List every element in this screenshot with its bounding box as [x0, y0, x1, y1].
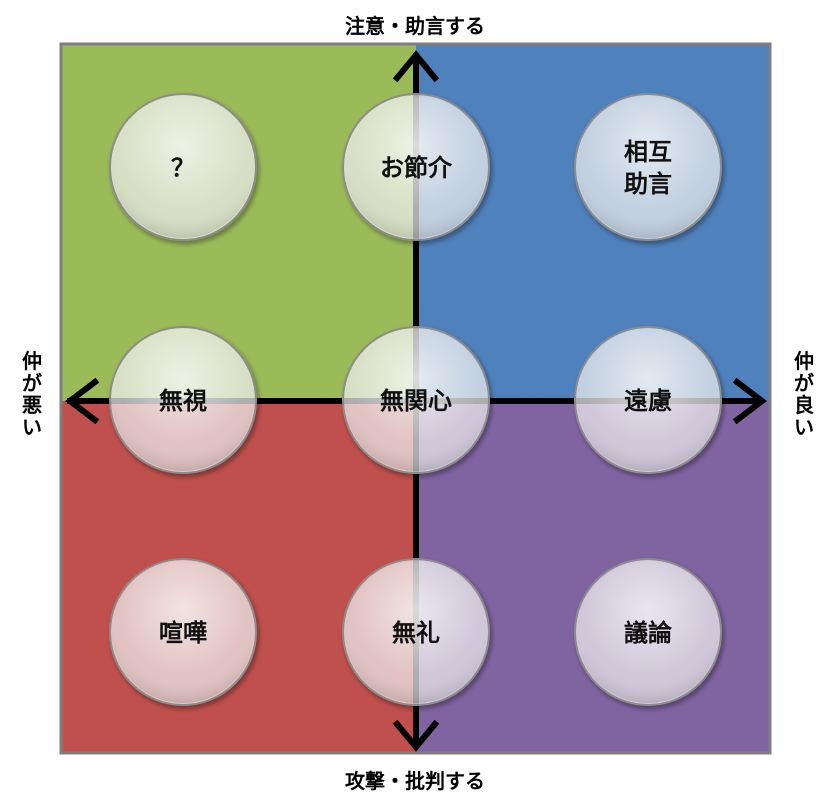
circle-mushi: 無視: [109, 326, 257, 474]
axis-label-right-char: 仲: [794, 349, 814, 373]
circle-label: 無礼: [392, 619, 440, 647]
circle-gloss: [345, 96, 487, 238]
circle-gloss: [345, 329, 487, 471]
axis-label-left-char: 悪: [22, 393, 42, 417]
circle-enryo: 遠慮: [574, 326, 722, 474]
axis-label-left-char: い: [22, 415, 42, 439]
circle-question: ？: [109, 93, 257, 241]
circle-label: 無視: [159, 387, 207, 415]
axis-label-bottom: 攻撃・批判する: [345, 769, 485, 793]
axis-label-left-char: が: [22, 371, 42, 395]
circle-giron: 議論: [574, 558, 722, 706]
axis-label-right-char: が: [794, 371, 814, 395]
circle-label: 相互: [624, 138, 672, 166]
circle-label: 助言: [624, 170, 672, 198]
circle-label: 無関心: [380, 387, 452, 415]
axis-label-left: 仲 が 悪 い: [20, 350, 44, 438]
quadrant-bottom-right: [416, 401, 770, 753]
quadrant-top-left: [61, 44, 416, 401]
circle-gloss: [345, 561, 487, 703]
axis-label-left-char: 仲: [22, 349, 42, 373]
circle-mukanshin: 無関心: [342, 326, 490, 474]
diagram-border: [59, 42, 772, 755]
circle-gloss: [577, 561, 719, 703]
circle-gloss: [577, 329, 719, 471]
arrow-down-icon: [392, 719, 440, 752]
arrow-left-icon: [65, 377, 100, 425]
circle-gloss: [112, 329, 254, 471]
circle-burei: 無礼: [342, 558, 490, 706]
arrow-up-icon: [392, 50, 440, 83]
circle-label: 議論: [624, 619, 673, 647]
circle-kenka: 喧嘩: [109, 558, 257, 706]
circle-gloss: [112, 96, 254, 238]
arrow-right-icon: [732, 377, 767, 425]
circle-gloss: [577, 96, 719, 238]
circle-label: 喧嘩: [159, 619, 207, 647]
circle-label: お節介: [380, 154, 453, 182]
circle-label: 遠慮: [624, 387, 672, 415]
axis-label-right-char: 良: [794, 393, 814, 417]
quadrant-bottom-left: [61, 401, 416, 753]
axis-label-right: 仲 が 良 い: [792, 350, 816, 438]
axis-label-top: 注意・助言する: [345, 14, 485, 38]
circle-osekkai: お節介: [342, 93, 490, 241]
circle-gloss: [112, 561, 254, 703]
quadrant-top-right: [416, 44, 770, 401]
axis-label-right-char: い: [794, 415, 814, 439]
circle-label: ？: [171, 154, 195, 182]
